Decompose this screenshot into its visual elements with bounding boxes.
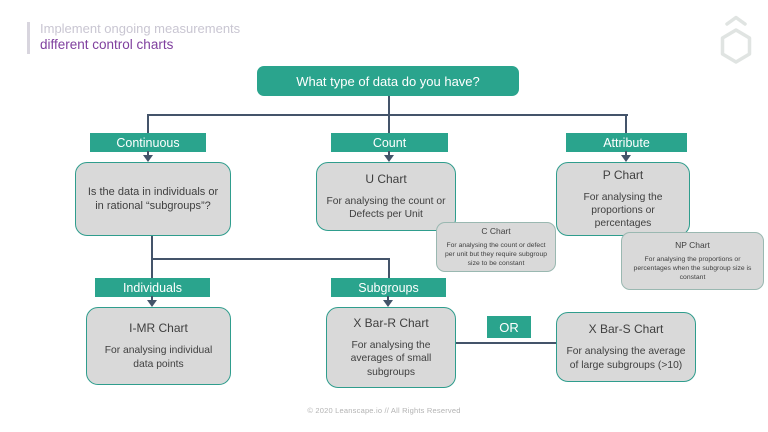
connector-question-stem: [151, 236, 153, 260]
node-imr-chart: I-MR Chart For analysing individual data…: [86, 307, 231, 385]
connector-attribute-drop: [625, 114, 627, 133]
xbar-s-chart-description: For analysing the average of large subgr…: [566, 346, 686, 371]
arrow-down-icon: [143, 155, 153, 162]
arrow-down-icon: [383, 300, 393, 307]
arrow-down-icon: [384, 155, 394, 162]
copyright-text: © 2020 Leanscape.io // All Rights Reserv…: [307, 406, 461, 415]
connector-line: [151, 296, 153, 301]
c-chart-description: For analysing the count or defect per un…: [444, 241, 548, 268]
np-chart-title: NP Chart: [675, 239, 710, 250]
connector-or-line: [456, 342, 556, 344]
imr-chart-description: For analysing individual data points: [104, 345, 213, 370]
c-chart-title: C Chart: [481, 225, 511, 236]
node-p-chart: P Chart For analysing the proportions or…: [556, 162, 690, 236]
branch-label-individuals: Individuals: [95, 278, 210, 297]
node-question-box: Is the data in individuals or in rationa…: [75, 162, 231, 236]
connector-individuals-drop: [151, 258, 153, 278]
connector-subgroups-drop: [388, 258, 390, 278]
leanscape-hexagon-logo-icon: [720, 15, 752, 64]
connector-line: [387, 296, 389, 301]
imr-chart-title: I-MR Chart: [129, 321, 188, 336]
connector-line: [625, 151, 627, 156]
flowchart-root-question: What type of data do you have?: [257, 66, 519, 96]
or-label: OR: [487, 316, 531, 338]
connector-line: [147, 151, 149, 156]
node-xbar-s-chart: X Bar-S Chart For analysing the average …: [556, 312, 696, 382]
arrow-down-icon: [147, 300, 157, 307]
connector-branch-bar: [147, 114, 628, 116]
u-chart-title: U Chart: [365, 171, 407, 186]
np-chart-description: For analysing the proportions or percent…: [633, 255, 752, 282]
xbar-s-chart-title: X Bar-S Chart: [588, 322, 664, 337]
p-chart-title: P Chart: [602, 167, 644, 182]
question-text: Is the data in individuals or in rationa…: [87, 185, 219, 212]
p-chart-description: For analysing the proportions or percent…: [583, 191, 663, 230]
branch-label-count: Count: [331, 133, 448, 152]
connector-root-stem: [388, 96, 390, 115]
branch-label-subgroups: Subgroups: [331, 278, 446, 297]
xbar-r-chart-description: For analysing the averages of small subg…: [350, 340, 432, 378]
u-chart-description: For analysing the count or Defects per U…: [326, 195, 446, 220]
slide-subtitle: Implement ongoing measurements: [40, 21, 241, 36]
connector-line: [388, 151, 390, 156]
connector-continuous-drop: [147, 114, 149, 133]
node-u-chart: U Chart For analysing the count or Defec…: [316, 162, 456, 231]
branch-label-attribute: Attribute: [566, 133, 687, 152]
connector-subbranch-bar: [151, 258, 390, 260]
header-accent-bar: [27, 22, 30, 54]
branch-label-continuous: Continuous: [90, 133, 206, 152]
node-c-chart: C Chart For analysing the count or defec…: [436, 222, 556, 272]
node-xbar-r-chart: X Bar-R Chart For analysing the averages…: [326, 307, 456, 388]
xbar-r-chart-title: X Bar-R Chart: [353, 316, 429, 331]
slide-title: different control charts: [40, 37, 174, 52]
arrow-down-icon: [621, 155, 631, 162]
connector-count-drop: [388, 114, 390, 133]
node-np-chart: NP Chart For analysing the proportions o…: [621, 232, 764, 290]
